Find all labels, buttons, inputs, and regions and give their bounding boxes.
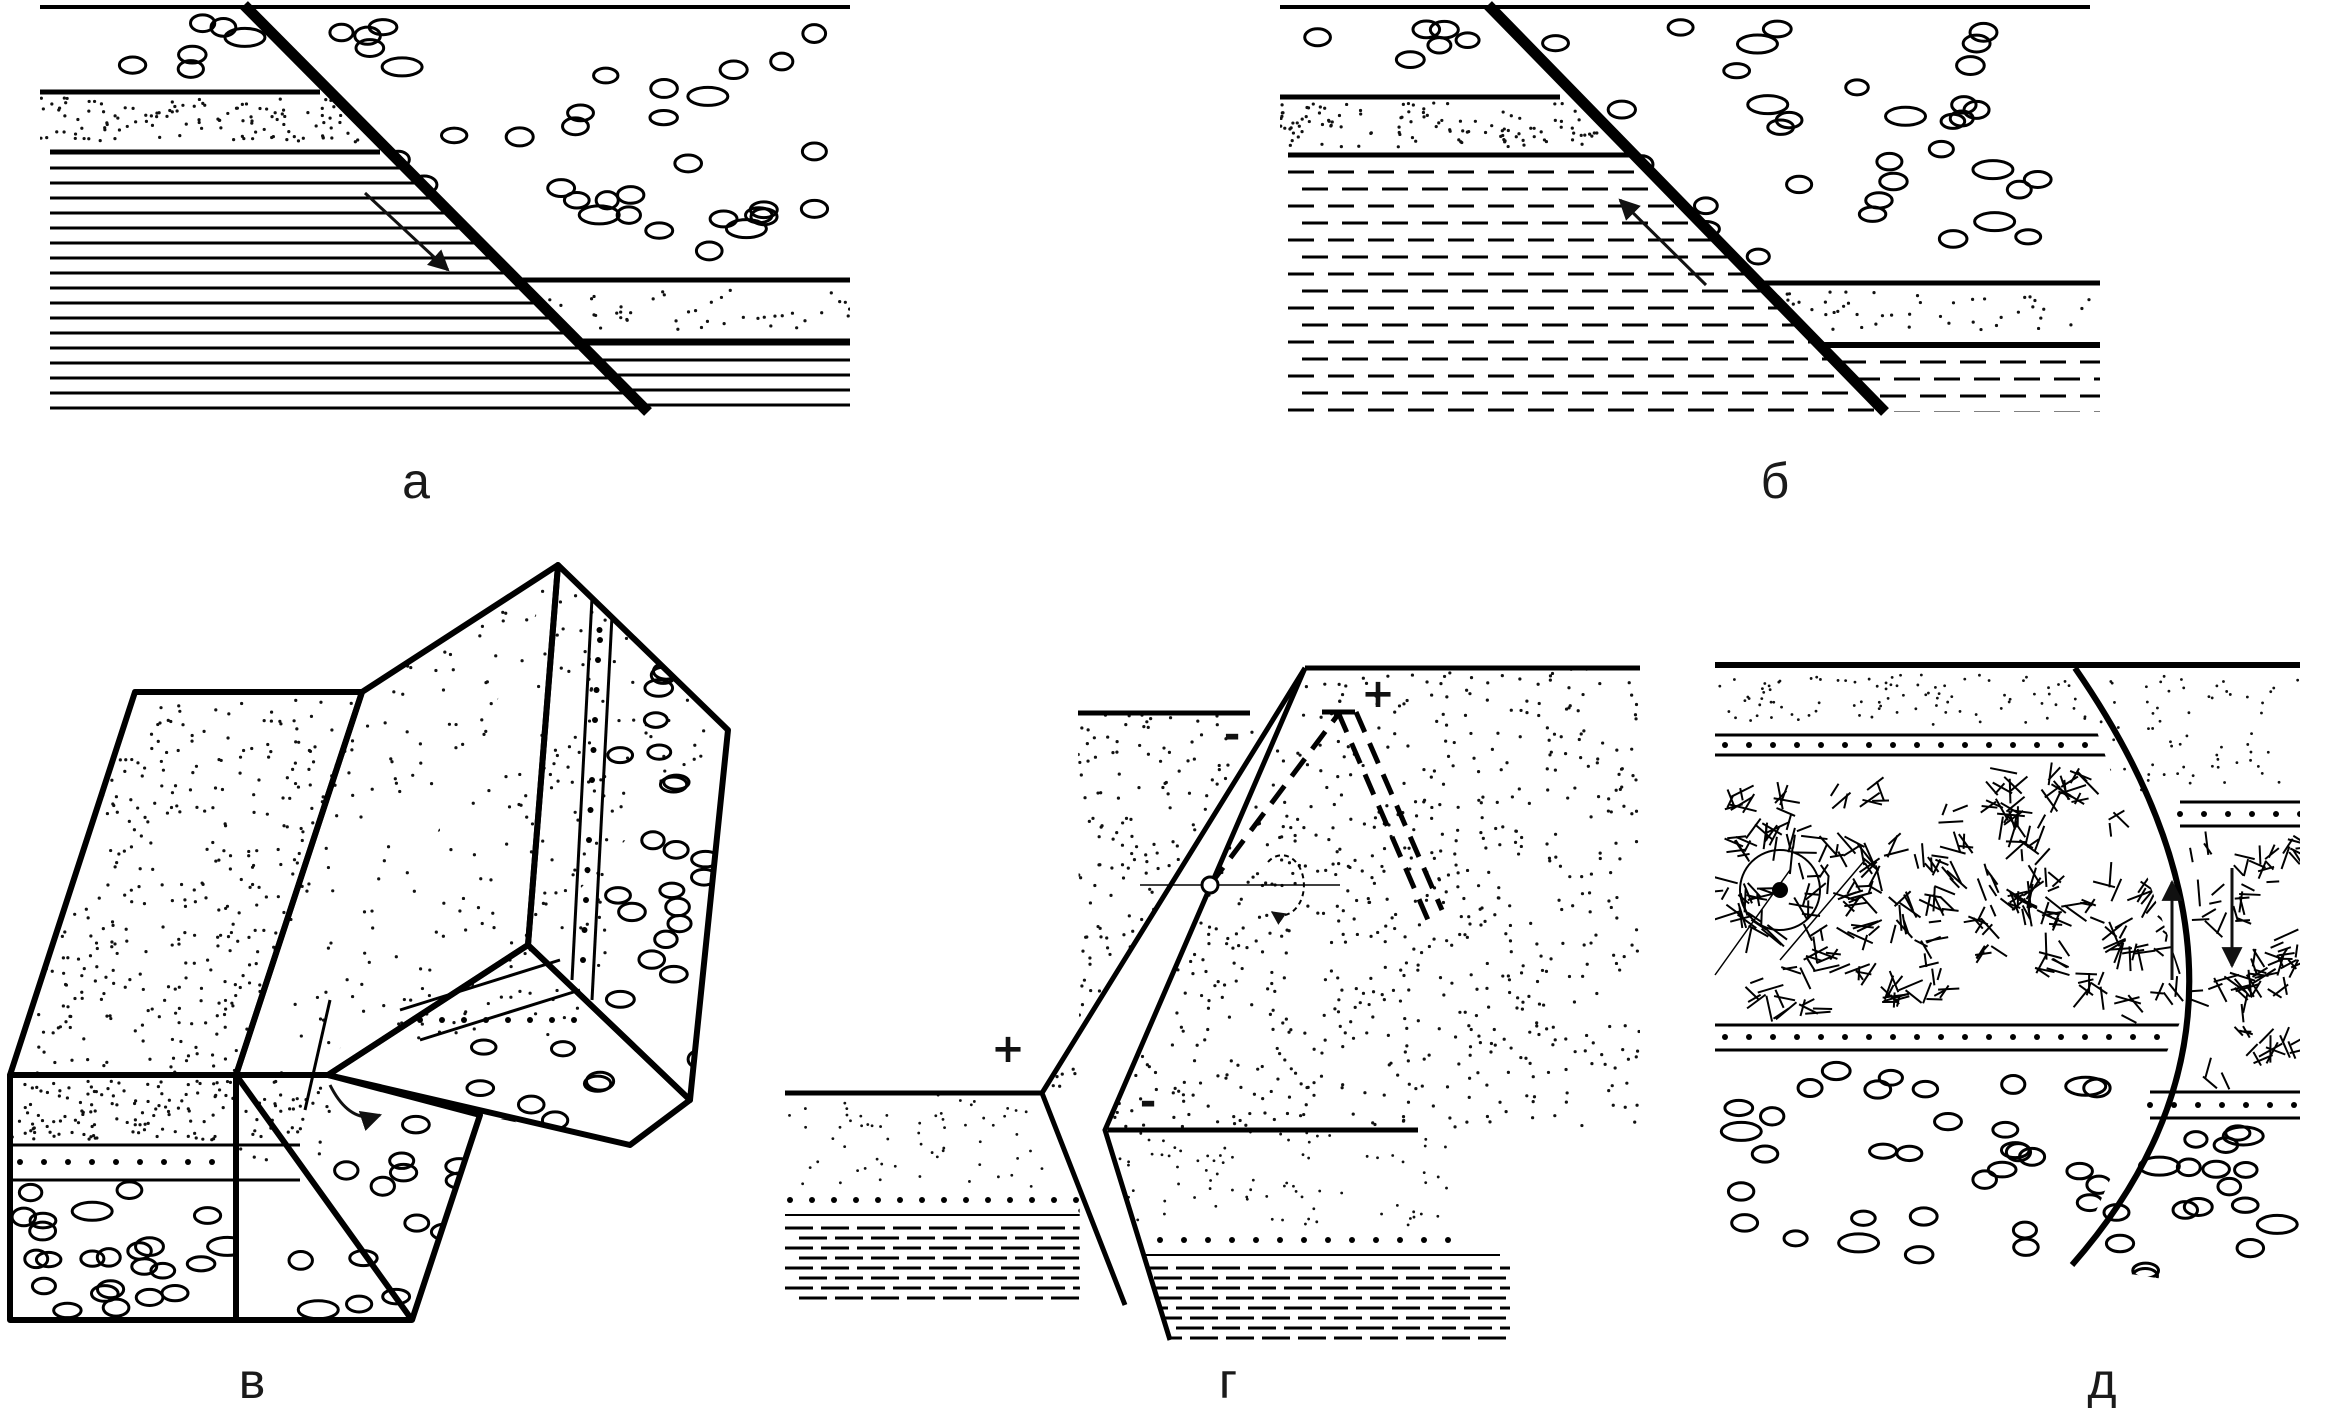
sign-plus-left: + <box>991 1026 1025 1072</box>
sign-plus-top: + <box>1361 671 1395 717</box>
arrow-down-right <box>363 191 450 272</box>
panel-d: д <box>1714 662 2300 1409</box>
panel-g: - + + - г <box>785 665 1640 1409</box>
panel-b: б <box>1280 1 2100 509</box>
block-outlines <box>7 562 731 1323</box>
sign-minus-top: - <box>1224 712 1241 758</box>
fault-trace-1 <box>1039 666 1308 1306</box>
panel-label-d: д <box>2087 1353 2116 1409</box>
panel-label-a: а <box>402 453 430 509</box>
panel-v: в <box>7 562 731 1409</box>
fault-line <box>240 1 652 416</box>
panel-label-b: б <box>1761 453 1790 509</box>
listric-fault <box>2069 666 2193 1267</box>
sign-minus-right: - <box>1140 1079 1157 1125</box>
fault-trace-2 <box>1102 667 1308 1341</box>
panel-a: а <box>40 1 850 509</box>
panel-label-v: в <box>239 1353 266 1409</box>
panel-label-g: г <box>1219 1353 1237 1409</box>
arrow-up-left <box>1618 198 1708 287</box>
fault-line <box>1484 1 1889 416</box>
arrow-rotational <box>328 1084 382 1131</box>
